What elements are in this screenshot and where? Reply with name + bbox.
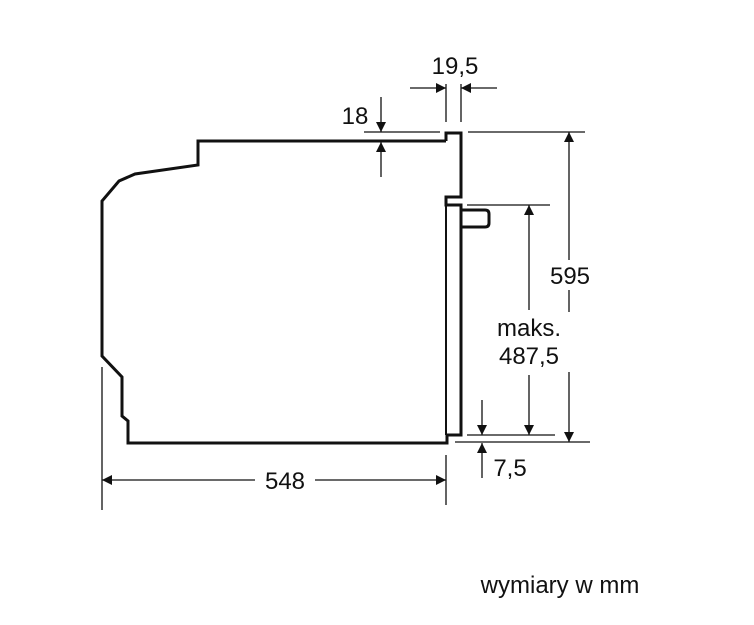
- label-bottom-offset: 7,5: [493, 455, 526, 482]
- label-depth: 548: [265, 468, 305, 495]
- dimension-depth: [101, 367, 447, 510]
- label-max: maks.: [497, 315, 561, 342]
- oven-body-outline: [100, 131, 463, 445]
- label-top-offset: 18: [342, 103, 369, 130]
- label-door-thickness: 19,5: [432, 53, 479, 80]
- door-handle: [461, 208, 491, 229]
- units-caption: wymiary w mm: [480, 572, 640, 599]
- dimension-door-thickness: [410, 83, 497, 122]
- dimension-top-offset: [364, 97, 440, 177]
- label-max-height: 487,5: [499, 343, 559, 370]
- label-height: 595: [550, 263, 590, 290]
